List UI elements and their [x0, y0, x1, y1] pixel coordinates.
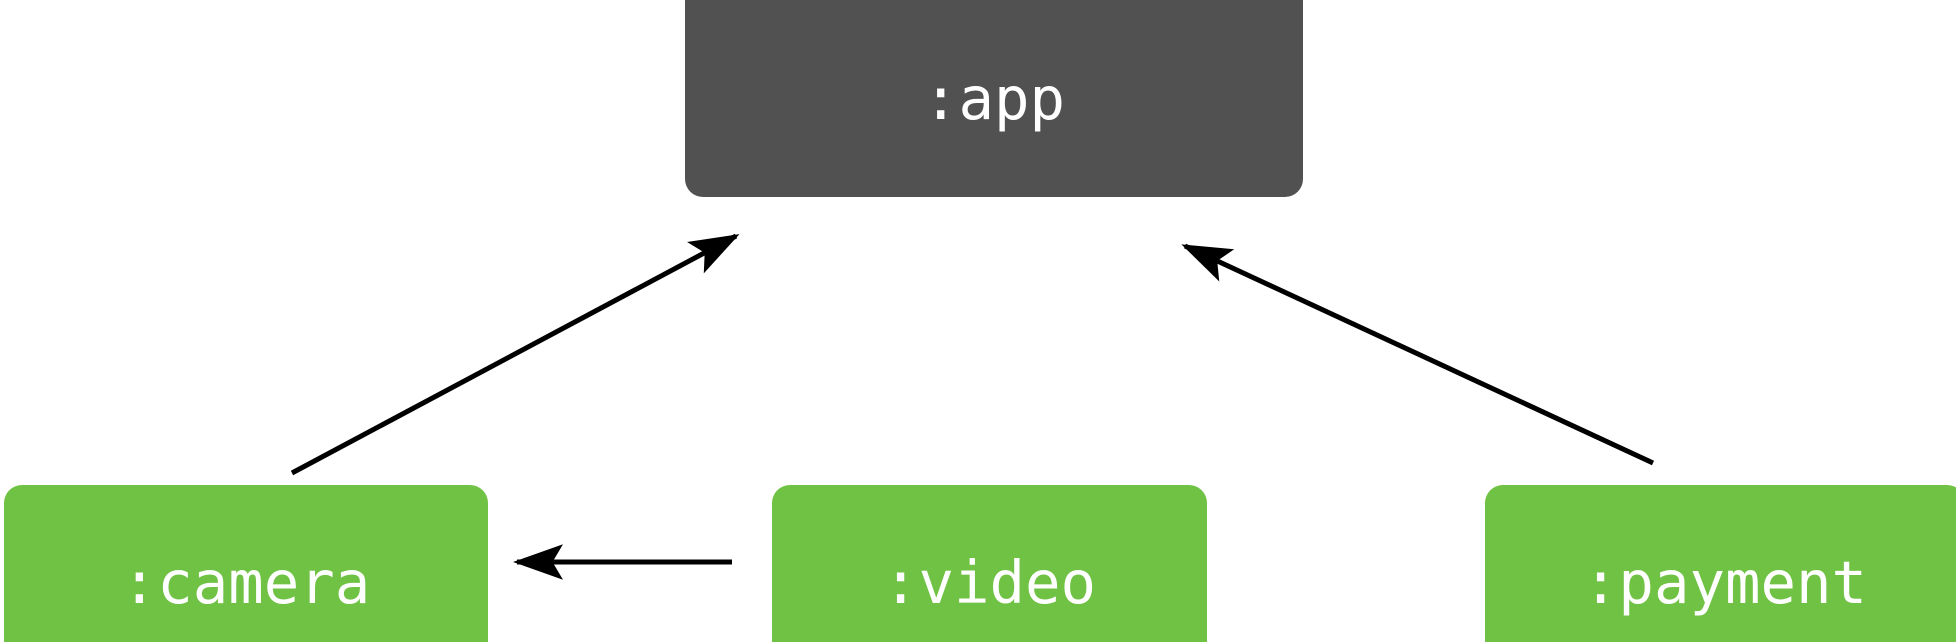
module-node-payment-label: :payment — [1582, 548, 1868, 617]
edge-camera-to-app — [290, 233, 740, 476]
module-node-video[interactable]: :video — [772, 485, 1207, 642]
module-node-camera-label: :camera — [121, 548, 371, 617]
edge-payment-to-app — [1181, 243, 1655, 466]
module-node-camera[interactable]: :camera — [4, 485, 488, 642]
module-node-app-label: :app — [922, 64, 1066, 133]
module-node-app[interactable]: :app — [685, 0, 1303, 197]
module-node-payment[interactable]: :payment — [1485, 485, 1956, 642]
module-node-video-label: :video — [882, 548, 1097, 617]
